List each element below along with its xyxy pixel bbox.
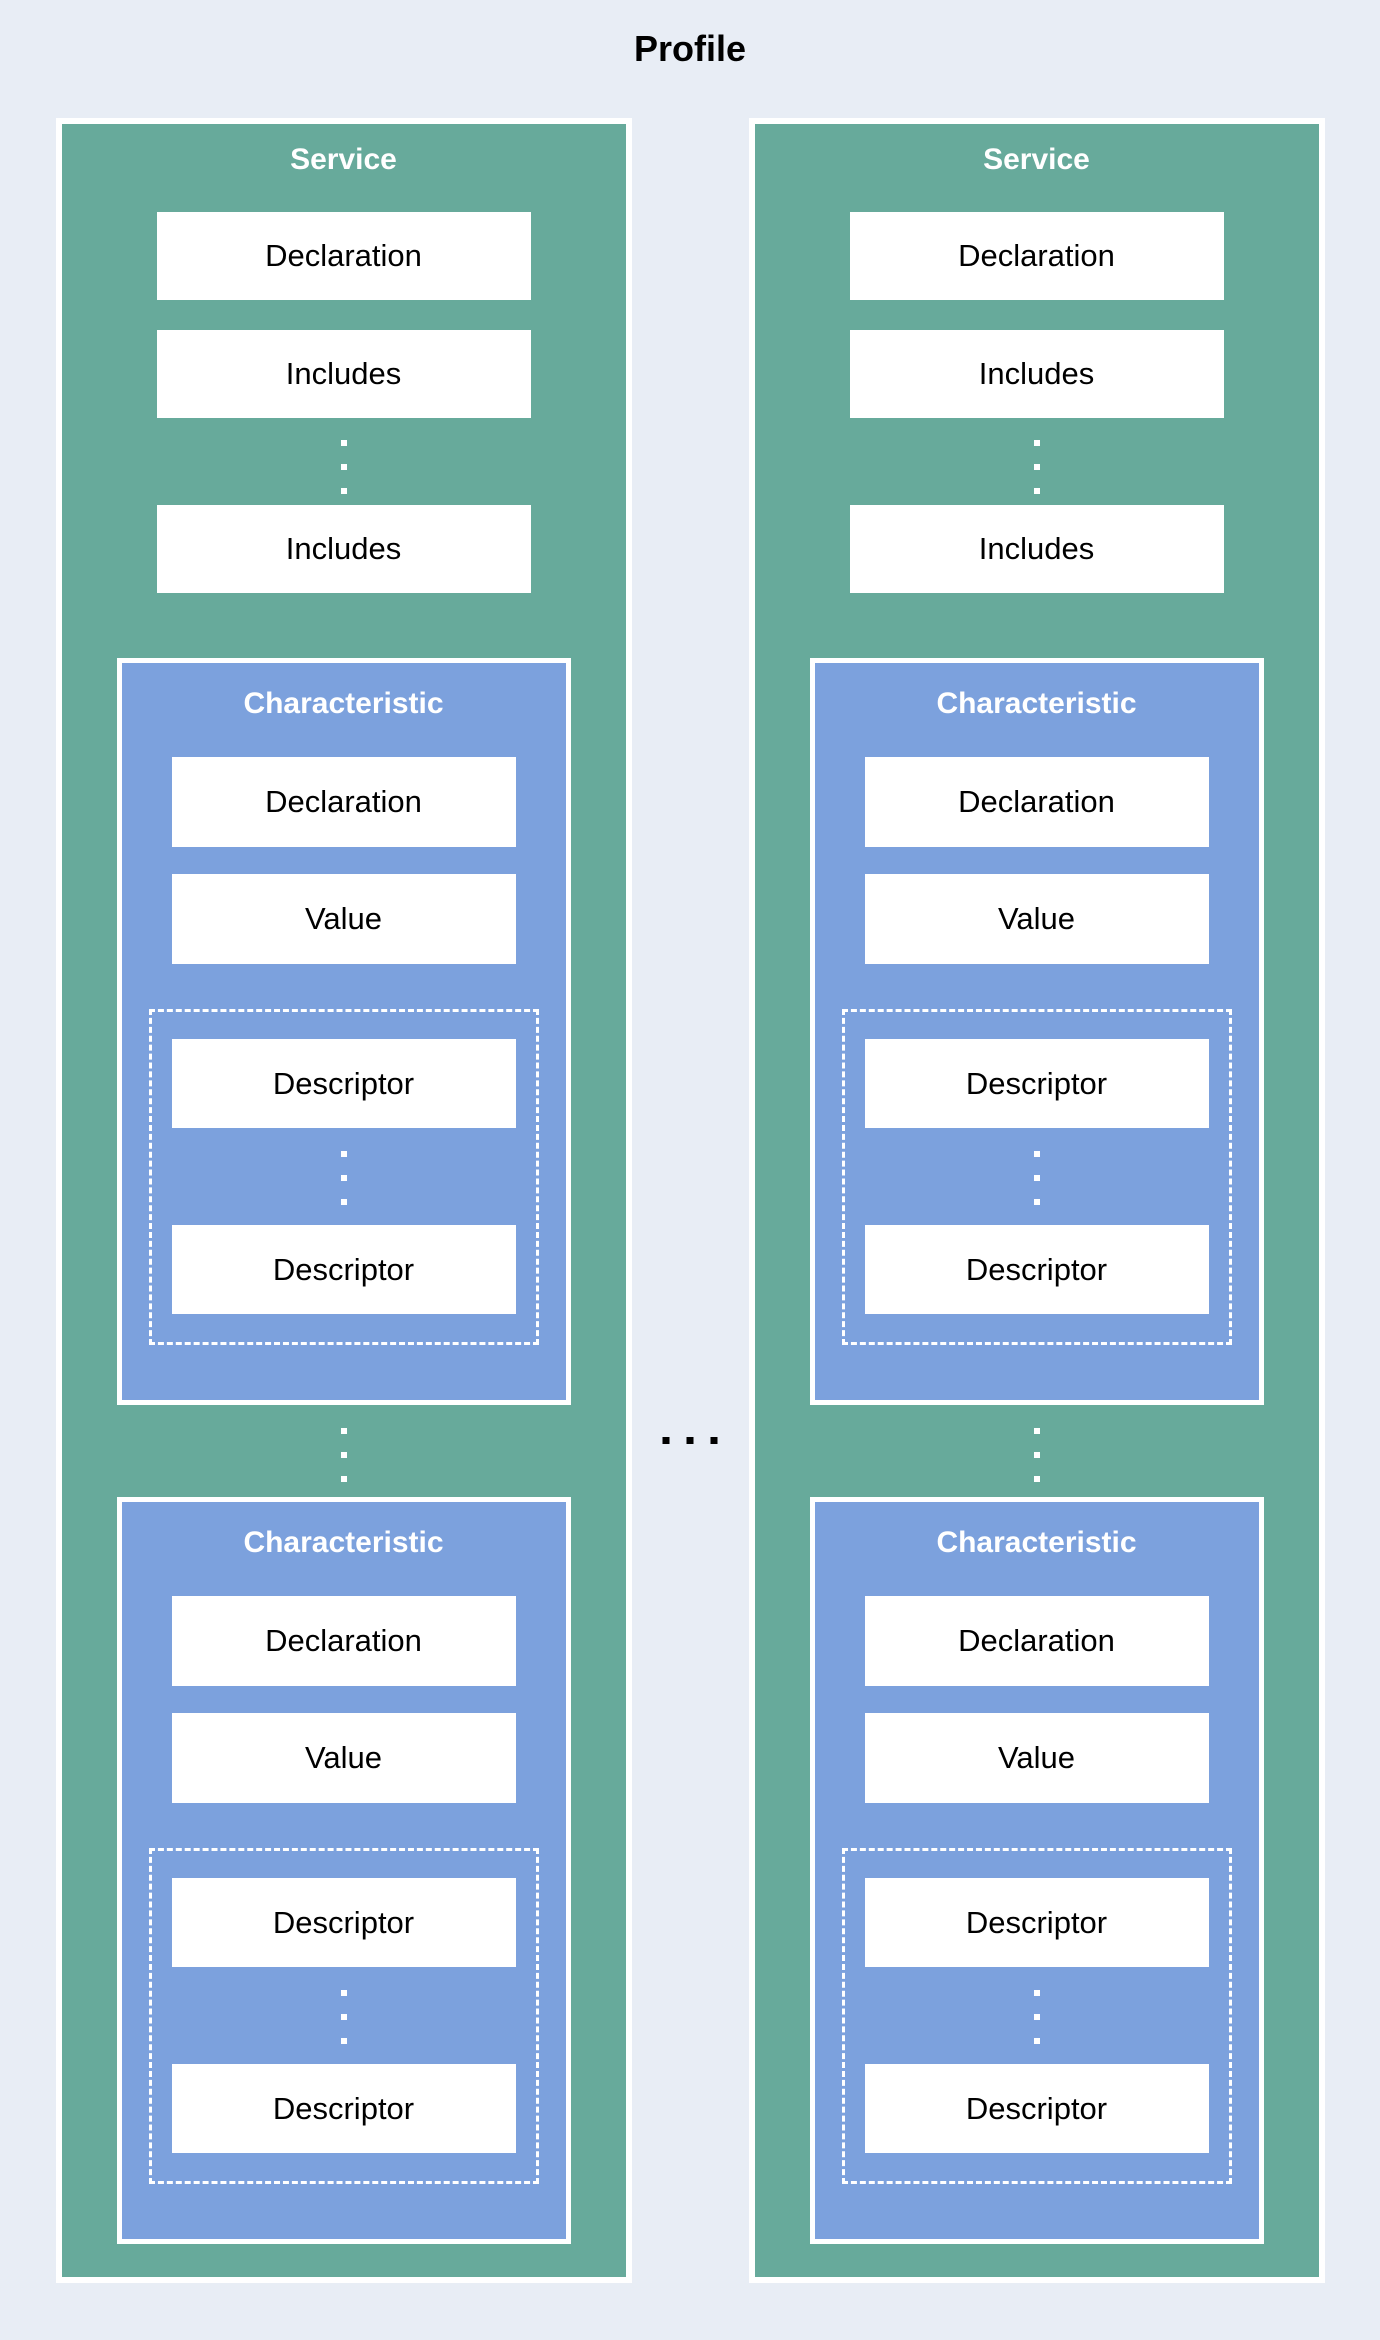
service-panel: Service Declaration Includes Includes Ch… [55, 118, 632, 2283]
vertical-ellipsis-icon [340, 1428, 347, 1482]
ellipsis-dot [662, 1437, 670, 1444]
declaration-box: Declaration [156, 212, 531, 300]
ellipsis-dot [1033, 1476, 1040, 1482]
ellipsis-dot [340, 1476, 347, 1482]
declaration-box: Declaration [171, 757, 516, 847]
service-panels: Service Declaration Includes Includes Ch… [0, 118, 1380, 2283]
ellipsis-dot [1033, 1199, 1040, 1205]
ellipsis-dot [1033, 2038, 1040, 2044]
value-box: Value [171, 1713, 516, 1803]
value-box: Value [864, 874, 1209, 964]
descriptor-box: Descriptor [864, 1878, 1209, 1967]
includes-box: Includes [849, 505, 1224, 593]
service-title: Service [983, 143, 1090, 176]
declaration-box: Declaration [171, 1596, 516, 1686]
characteristic-panel: Characteristic Declaration Value Descrip… [116, 658, 571, 1405]
vertical-ellipsis-icon [1033, 1428, 1040, 1482]
ellipsis-dot [340, 1151, 347, 1157]
characteristic-title: Characteristic [243, 687, 444, 720]
vertical-ellipsis-icon [340, 1151, 347, 1205]
value-box: Value [864, 1713, 1209, 1803]
ellipsis-dot [340, 1428, 347, 1434]
descriptor-box: Descriptor [171, 1225, 516, 1314]
vertical-ellipsis-icon [340, 1990, 347, 2044]
ellipsis-dot [1033, 1990, 1040, 1996]
ellipsis-dot [1033, 2014, 1040, 2020]
declaration-box: Declaration [864, 757, 1209, 847]
descriptor-box: Descriptor [864, 1225, 1209, 1314]
descriptor-group: Descriptor Descriptor [148, 1009, 539, 1345]
value-box: Value [171, 874, 516, 964]
descriptor-group: Descriptor Descriptor [148, 1848, 539, 2184]
characteristic-panel: Characteristic Declaration Value Descrip… [116, 1497, 571, 2244]
ellipsis-dot [340, 440, 347, 446]
descriptor-box: Descriptor [171, 2064, 516, 2153]
ellipsis-dot [340, 1175, 347, 1181]
declaration-box: Declaration [849, 212, 1224, 300]
ellipsis-dot [340, 464, 347, 470]
service-title: Service [290, 143, 397, 176]
includes-box: Includes [849, 330, 1224, 418]
descriptor-box: Descriptor [171, 1878, 516, 1967]
ellipsis-dot [1033, 1428, 1040, 1434]
characteristic-title: Characteristic [936, 1526, 1137, 1559]
vertical-ellipsis-icon [1033, 440, 1040, 494]
descriptor-box: Descriptor [171, 1039, 516, 1128]
ellipsis-dot [1033, 1452, 1040, 1458]
vertical-ellipsis-icon [340, 440, 347, 494]
descriptor-box: Descriptor [864, 1039, 1209, 1128]
vertical-ellipsis-icon [1033, 1151, 1040, 1205]
characteristic-title: Characteristic [936, 687, 1137, 720]
ellipsis-dot [1033, 488, 1040, 494]
ellipsis-dot [710, 1437, 718, 1444]
horizontal-ellipsis-icon [662, 1437, 718, 1444]
ellipsis-dot [340, 1199, 347, 1205]
descriptor-group: Descriptor Descriptor [841, 1848, 1232, 2184]
ellipsis-dot [340, 1452, 347, 1458]
characteristic-panel: Characteristic Declaration Value Descrip… [809, 1497, 1264, 2244]
characteristic-panel: Characteristic Declaration Value Descrip… [809, 658, 1264, 1405]
descriptor-box: Descriptor [864, 2064, 1209, 2153]
ellipsis-dot [1033, 1175, 1040, 1181]
ellipsis-dot [340, 2014, 347, 2020]
includes-box: Includes [156, 330, 531, 418]
ellipsis-dot [340, 1990, 347, 1996]
ellipsis-dot [340, 2038, 347, 2044]
declaration-box: Declaration [864, 1596, 1209, 1686]
descriptor-group: Descriptor Descriptor [841, 1009, 1232, 1345]
page-title: Profile [633, 28, 747, 69]
vertical-ellipsis-icon [1033, 1990, 1040, 2044]
ellipsis-dot [1033, 464, 1040, 470]
characteristic-title: Characteristic [243, 1526, 444, 1559]
includes-box: Includes [156, 505, 531, 593]
ellipsis-dot [686, 1437, 694, 1444]
service-panel: Service Declaration Includes Includes Ch… [748, 118, 1325, 2283]
ellipsis-dot [1033, 1151, 1040, 1157]
ellipsis-dot [1033, 440, 1040, 446]
ellipsis-dot [340, 488, 347, 494]
